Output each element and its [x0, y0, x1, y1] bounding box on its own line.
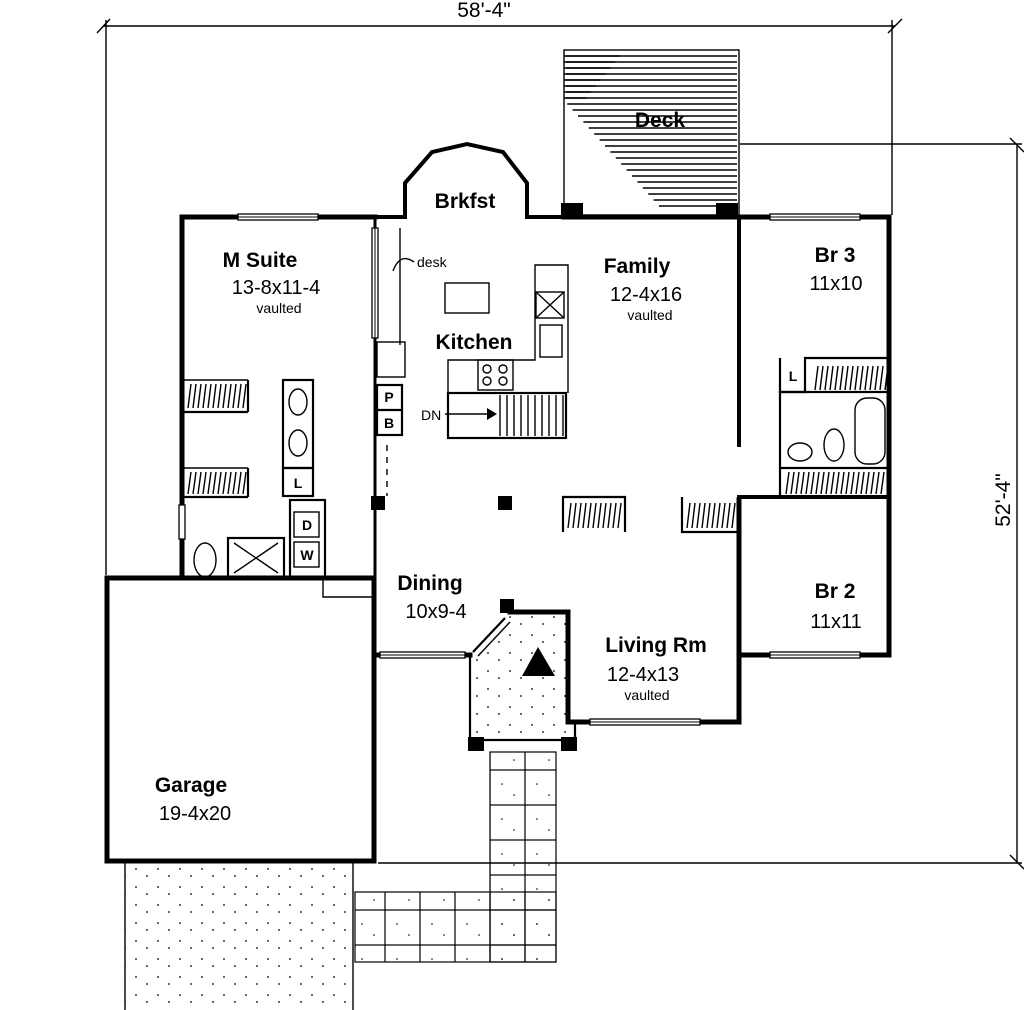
washer-label: W	[300, 547, 314, 563]
living-room-size: 12-4x13	[607, 664, 679, 686]
driveway	[124, 862, 354, 1010]
bedroom3-label: Br 3	[815, 244, 856, 267]
entry-arrow-icon	[522, 647, 555, 676]
dimension-width	[96, 18, 903, 575]
family-size: 12-4x16	[610, 284, 682, 306]
walkway	[354, 751, 557, 963]
entry-foyer	[468, 612, 577, 751]
interior-walls	[178, 203, 891, 613]
bedroom2-size: 11x11	[810, 611, 862, 633]
broom-closet-label: B	[384, 415, 394, 431]
closet-hangers	[187, 365, 889, 529]
pantry-label: P	[384, 389, 393, 405]
family-note: vaulted	[627, 307, 672, 323]
dryer-label: D	[302, 517, 312, 533]
breakfast-label: Brkfst	[435, 190, 496, 213]
overall-depth-label: 52'-4"	[992, 473, 1015, 527]
desk-label: desk	[417, 254, 448, 270]
garage-label: Garage	[155, 774, 227, 797]
overall-width-label: 58'-4"	[457, 0, 511, 22]
deck	[563, 49, 740, 216]
hall-linen-label: L	[789, 368, 798, 384]
family-label: Family	[604, 255, 671, 278]
master-suite-size: 13-8x11-4	[232, 277, 321, 299]
master-suite-note: vaulted	[256, 300, 301, 316]
stair-down-arrow-icon	[445, 408, 497, 420]
windows	[237, 213, 861, 726]
kitchen-label: Kitchen	[435, 331, 512, 354]
living-room-label: Living Rm	[605, 634, 707, 657]
stair-down-label: DN	[421, 407, 441, 423]
dimension-depth	[378, 137, 1024, 870]
bedroom2-label: Br 2	[815, 580, 856, 603]
garage-size: 19-4x20	[159, 803, 231, 825]
master-suite-label: M Suite	[223, 249, 298, 272]
master-linen-label: L	[294, 475, 303, 491]
bedroom3-size: 11x10	[809, 273, 862, 295]
dining-label: Dining	[397, 572, 462, 595]
deck-label: Deck	[635, 109, 686, 132]
living-room-note: vaulted	[624, 687, 669, 703]
dining-size: 10x9-4	[405, 601, 466, 623]
